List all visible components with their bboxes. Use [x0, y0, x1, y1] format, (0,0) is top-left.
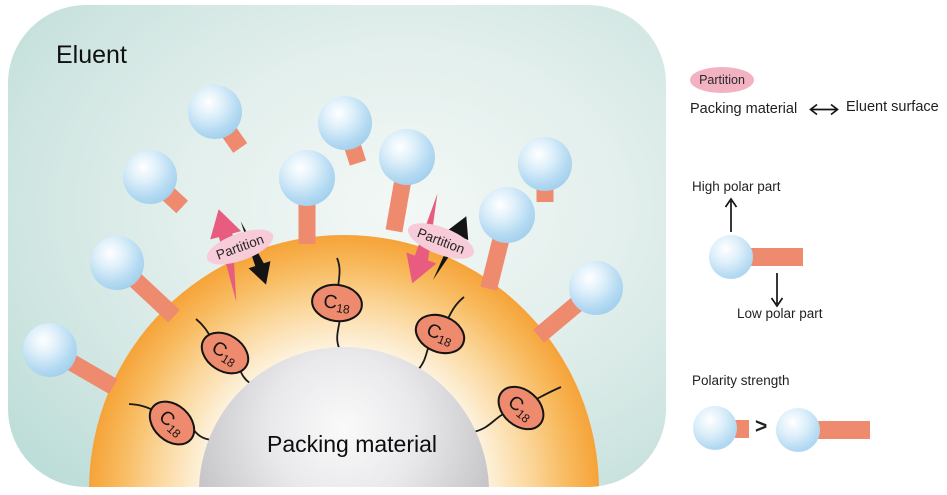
c18-ellipse — [200, 331, 250, 375]
c18-group: C18 — [311, 283, 363, 323]
analyte-molecule — [533, 261, 623, 343]
analyte-molecule — [90, 236, 180, 323]
legend-low-polarity-sphere — [776, 408, 820, 452]
molecule-tail — [480, 230, 511, 291]
legend-eluent-surface-label: Eluent surface — [846, 99, 939, 115]
c18-group: C18 — [200, 331, 250, 375]
legend-molecule-tail — [751, 248, 803, 266]
c18-ellipse — [414, 313, 466, 355]
analyte-molecule — [479, 187, 535, 291]
molecule-sphere — [23, 323, 77, 377]
c18-ellipse — [497, 385, 545, 431]
down-arrow-icon — [770, 273, 784, 308]
greater-than-symbol: > — [755, 415, 768, 438]
analyte-molecule — [518, 137, 572, 202]
molecule-sphere — [318, 96, 372, 150]
legend-molecule-sphere — [709, 235, 753, 279]
molecule-sphere — [569, 261, 623, 315]
legend-partition-badge: Partition — [690, 67, 754, 93]
molecule-tail — [533, 293, 588, 343]
c18-group: C18 — [497, 385, 545, 431]
molecule-sphere — [279, 150, 335, 206]
molecule-sphere — [123, 150, 177, 204]
molecule-sphere — [188, 85, 242, 139]
left-right-arrow-icon — [809, 103, 839, 116]
packing-material-label: Packing material — [267, 431, 437, 457]
c18-ellipse — [148, 400, 196, 446]
molecule-tail — [385, 173, 413, 233]
molecule-sphere — [90, 236, 144, 290]
c18-label: C18 — [423, 320, 457, 351]
analyte-molecule — [318, 96, 372, 166]
analyte-molecule — [188, 85, 248, 153]
up-arrow-icon — [724, 197, 738, 232]
eluent-panel-svg: Packing material C18 C18 C18 C18 — [8, 5, 666, 487]
analyte-molecule — [23, 323, 118, 394]
analyte-molecule — [123, 150, 188, 214]
legend-short-tail — [735, 420, 749, 438]
packing-material-sphere — [199, 347, 489, 487]
c18-group: C18 — [414, 313, 466, 355]
molecule-sphere — [518, 137, 572, 191]
partition-ellipse — [206, 229, 274, 265]
molecule-sphere — [379, 129, 435, 185]
c18-groups: C18 C18 C18 C18 C18 — [148, 283, 545, 446]
molecule-tail — [124, 269, 180, 323]
analyte-molecules — [23, 85, 623, 394]
analyte-molecule — [279, 150, 335, 244]
c18-group: C18 — [148, 400, 196, 446]
legend-packing-material-label: Packing material — [690, 101, 798, 117]
legend-partition-label: Partition — [699, 73, 745, 87]
legend-polarity-strength-label: Polarity strength — [692, 373, 790, 388]
legend-high-polar-label: High polar part — [692, 179, 781, 194]
partition-group-right: Partition — [406, 193, 475, 284]
c18-ellipse — [311, 283, 363, 323]
molecule-sphere — [479, 187, 535, 243]
molecule-tail — [298, 196, 316, 244]
c18-label: C18 — [322, 291, 352, 317]
legend-long-tail — [818, 421, 870, 439]
molecule-tail — [61, 351, 118, 394]
partition-group-left: Partition — [206, 209, 274, 302]
partition-ellipse — [407, 223, 475, 259]
legend-high-polarity-sphere — [693, 406, 737, 450]
eluent-label: Eluent — [56, 41, 127, 69]
analyte-molecule — [379, 129, 435, 233]
legend-low-polar-label: Low polar part — [737, 306, 823, 321]
